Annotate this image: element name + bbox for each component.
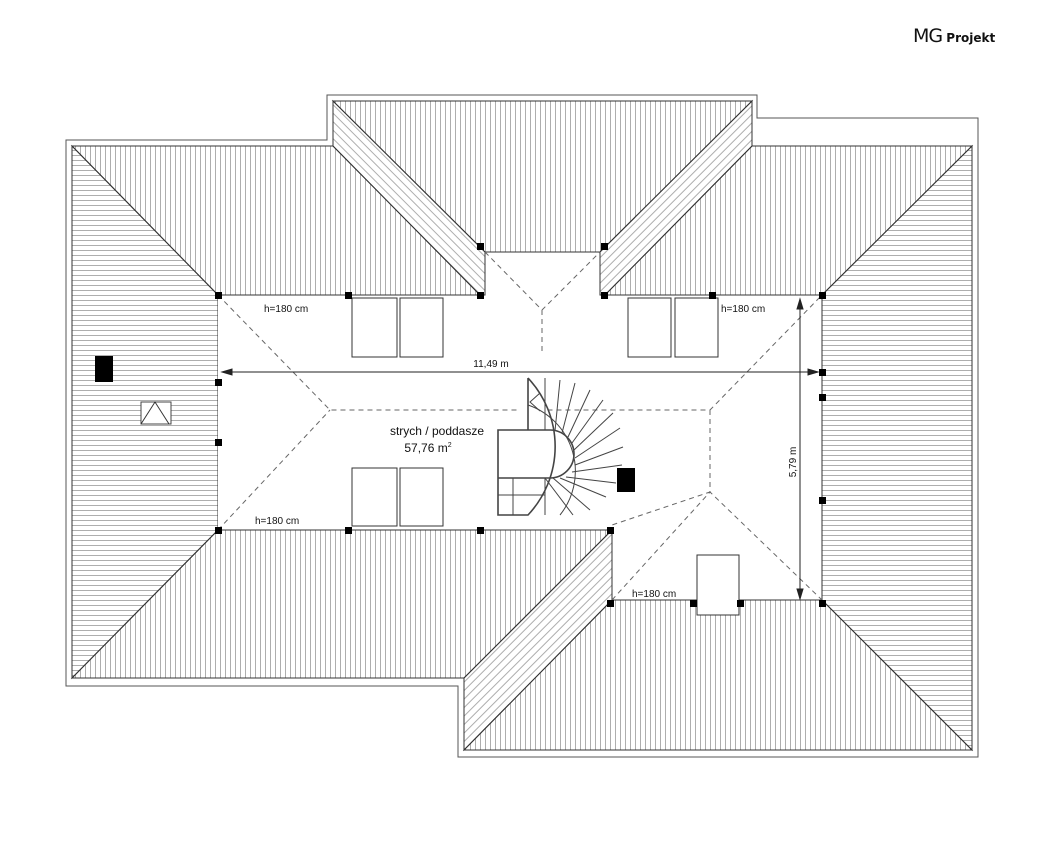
vent (140, 401, 172, 425)
room-name: strych / poddasze (390, 424, 484, 438)
eaves-outline (65, 94, 979, 758)
roof-bottom-right (462, 599, 974, 751)
chimney (95, 356, 113, 382)
attic-openings (140, 295, 222, 530)
logo: MG Projekt (913, 25, 995, 47)
dimension-lines (220, 297, 820, 601)
depth-dimension: 5,79 m (788, 447, 799, 478)
room-area-unit-sup: 2 (448, 442, 452, 449)
height-label: h=180 cm (264, 304, 308, 315)
stairs (497, 377, 624, 516)
columns (95, 243, 826, 607)
height-label: h=180 cm (632, 589, 676, 600)
room-area: 57,76 m2 (404, 441, 451, 455)
logo-mg: MG (913, 25, 943, 47)
ridge-lines (217, 251, 823, 601)
height-label: h=180 cm (255, 516, 299, 527)
vent-symbol (140, 401, 170, 425)
width-dimension: 11,49 m (473, 359, 508, 370)
skylights (351, 297, 740, 616)
height-label: h=180 cm (721, 304, 765, 315)
room-area-value: 57,76 m (404, 441, 447, 455)
roof-planes (70, 99, 974, 752)
chimney (617, 468, 635, 492)
logo-projekt: Projekt (946, 31, 996, 45)
